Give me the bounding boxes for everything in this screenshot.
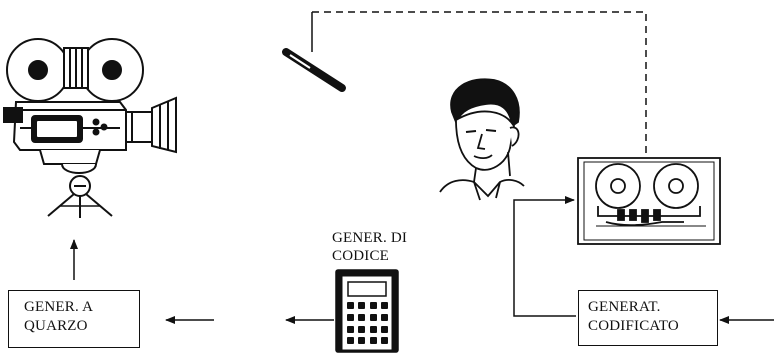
film-camera-icon: [3, 38, 177, 218]
keypad-key: [358, 302, 366, 309]
quartz-generator-label-line2: QUARZO: [24, 318, 88, 334]
keypad-key: [369, 302, 377, 309]
keypad-key: [380, 337, 388, 345]
quartz-generator-label-line1: GENER. A: [24, 299, 94, 315]
keypad-key: [369, 337, 377, 345]
keypad-key: [347, 337, 354, 345]
keypad-key: [347, 313, 354, 321]
keypad-grid: [347, 302, 389, 346]
coded-generator-label-line2: CODIFICATO: [588, 318, 679, 334]
coded-generator-label-line1: GENERAT.: [588, 299, 661, 315]
coded-generator-box: [578, 290, 718, 346]
keypad-key: [380, 313, 388, 321]
keypad-key: [380, 302, 388, 309]
keypad-key: [347, 325, 354, 333]
keypad-key: [347, 302, 354, 309]
reel-tape-recorder-icon: [577, 157, 721, 245]
keypad-key: [358, 325, 366, 333]
keypad-key: [358, 337, 366, 345]
code-generator-label-line1: GENER. DI: [332, 230, 408, 246]
microphone-icon: [282, 12, 346, 92]
keypad-key: [380, 325, 388, 333]
audio-feed-dashed-arrow: [312, 11, 650, 191]
coded-to-recorder-arrow: [513, 196, 576, 317]
person-head-icon: [439, 78, 525, 201]
code-generator-label-line2: CODICE: [332, 248, 390, 264]
keypad-key: [358, 313, 366, 321]
keypad-key: [369, 325, 377, 333]
quartz-generator-box: [8, 290, 140, 348]
keypad-key: [369, 313, 377, 321]
